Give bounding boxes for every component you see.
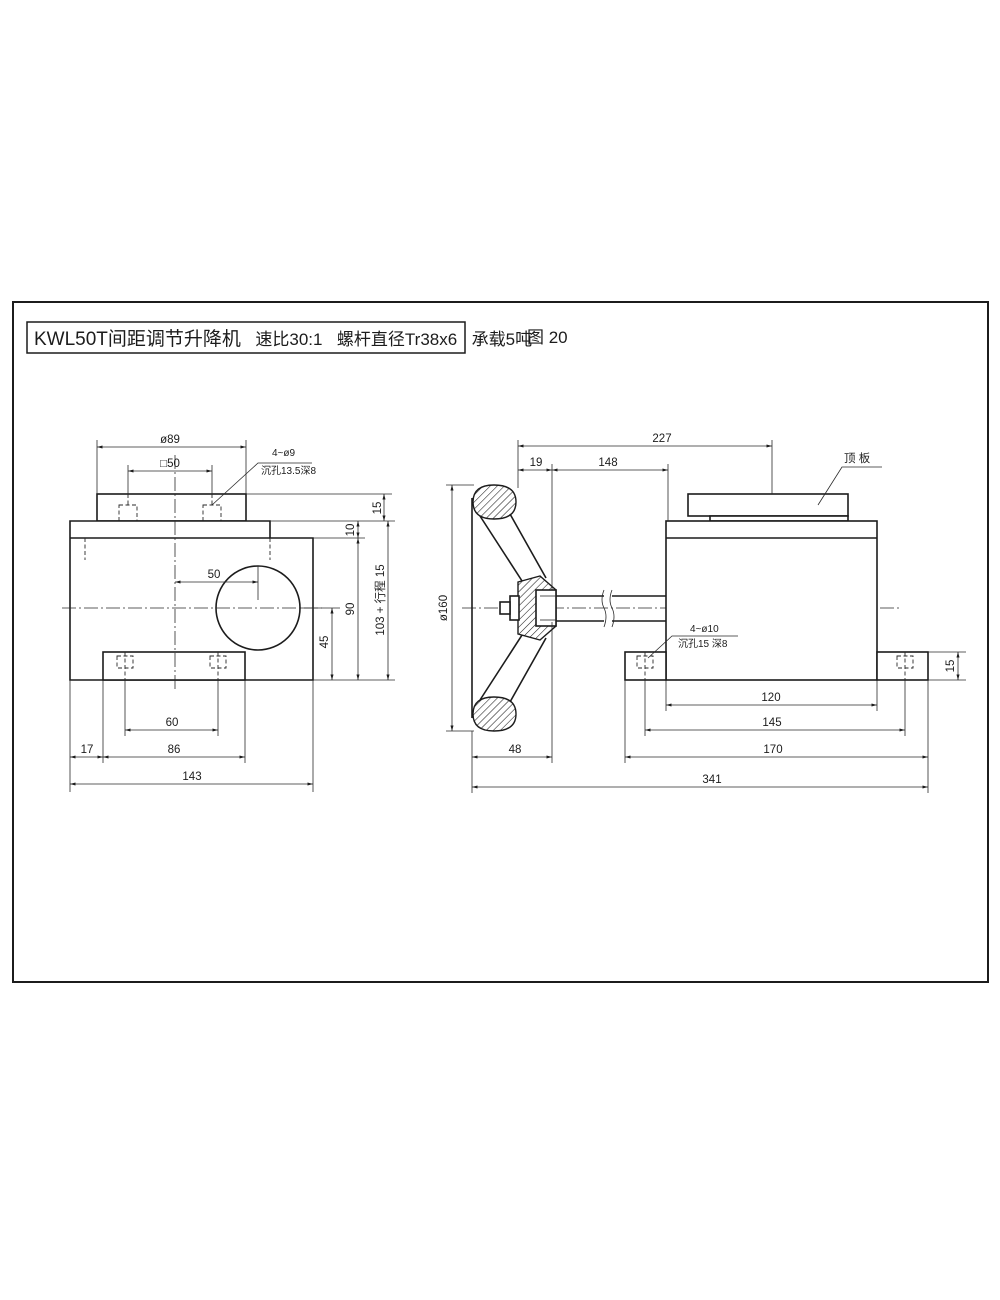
- shaft-break-right: [609, 589, 615, 628]
- hub-nut: [509, 595, 520, 621]
- dim-148-text: 148: [598, 457, 617, 469]
- title-box: [26, 321, 466, 354]
- dim-341-text: 341: [702, 774, 721, 786]
- shaft-break-left: [601, 589, 607, 628]
- dim-total-height-text: 103 + 行程 15: [374, 564, 387, 635]
- top-plate-leader: [817, 466, 882, 506]
- foot-holes-text: 4~ø10: [690, 624, 719, 635]
- foot-counterbore-text: 沉孔15 深8: [678, 637, 728, 650]
- dim-227-text: 227: [652, 433, 671, 445]
- dim-square-50-text: □50: [160, 458, 180, 470]
- dim-body-height-text: 90: [345, 603, 357, 616]
- front-foot: [102, 651, 246, 681]
- title-text: KWL50T间距调节升降机 速比30:1 螺杆直径Tr38x6 承载5吨: [34, 328, 532, 350]
- dim-foot-width-text: 86: [168, 744, 181, 756]
- handwheel-rim-section-top: [472, 484, 517, 520]
- title-ratio: 速比30:1: [255, 330, 322, 349]
- title-model: KWL50T间距调节升降机: [34, 328, 241, 350]
- handwheel-spoke-upper: [479, 515, 525, 585]
- dim-foot-hole-spacing-text: 60: [166, 717, 179, 729]
- front-view: ø89 □50 4~ø9 沉孔13.5深8 50 15 10 90 103 + …: [62, 434, 395, 792]
- drawing-frame: [12, 301, 989, 983]
- side-foot-left: [624, 651, 667, 681]
- title-load: 承载5吨: [472, 330, 532, 349]
- dim-145-text: 145: [762, 717, 781, 729]
- side-view: 227 19 148 顶 板 ø160 4~ø10 沉孔15 深8 15 120…: [438, 433, 966, 793]
- dim-89-text: ø89: [160, 434, 180, 446]
- dim-120-text: 120: [761, 692, 780, 704]
- hub-bore: [535, 589, 557, 627]
- handwheel-spoke-lower: [479, 631, 525, 701]
- handwheel-spoke-upper: [509, 513, 547, 579]
- dim-foot-offset-text: 17: [81, 744, 94, 756]
- dim-19-text: 19: [530, 457, 543, 469]
- dim-wheel-dia-text: ø160: [438, 595, 450, 621]
- dim-48-text: 48: [509, 744, 522, 756]
- hub-bolt-head: [499, 601, 511, 615]
- handwheel-rim-section-bottom: [472, 696, 517, 732]
- dim-plate-height-text: 15: [372, 502, 384, 515]
- dim-bore-offset-text: 50: [208, 569, 221, 581]
- top-holes-text: 4~ø9: [272, 448, 296, 459]
- leader-foot-holes: [647, 635, 738, 659]
- handwheel-spoke-lower: [509, 637, 547, 703]
- title-block: KWL50T间距调节升降机 速比30:1 螺杆直径Tr38x6 承载5吨: [26, 321, 532, 354]
- side-top-plate: [687, 493, 849, 517]
- dim-step-height-text: 10: [345, 524, 357, 537]
- dim-foot-height-text: 15: [945, 660, 957, 673]
- leader-top-holes: [211, 462, 312, 506]
- dim-170-text: 170: [763, 744, 782, 756]
- top-counterbore-text: 沉孔13.5深8: [261, 464, 316, 477]
- title-screw: 螺杆直径Tr38x6: [337, 330, 457, 349]
- top-plate-label: 顶 板: [844, 451, 871, 465]
- side-foot-right: [876, 651, 929, 681]
- dim-body-width-text: 143: [182, 771, 201, 783]
- side-body: [665, 520, 878, 681]
- dim-center-height-text: 45: [319, 636, 331, 649]
- figure-label: 图 20: [527, 328, 568, 347]
